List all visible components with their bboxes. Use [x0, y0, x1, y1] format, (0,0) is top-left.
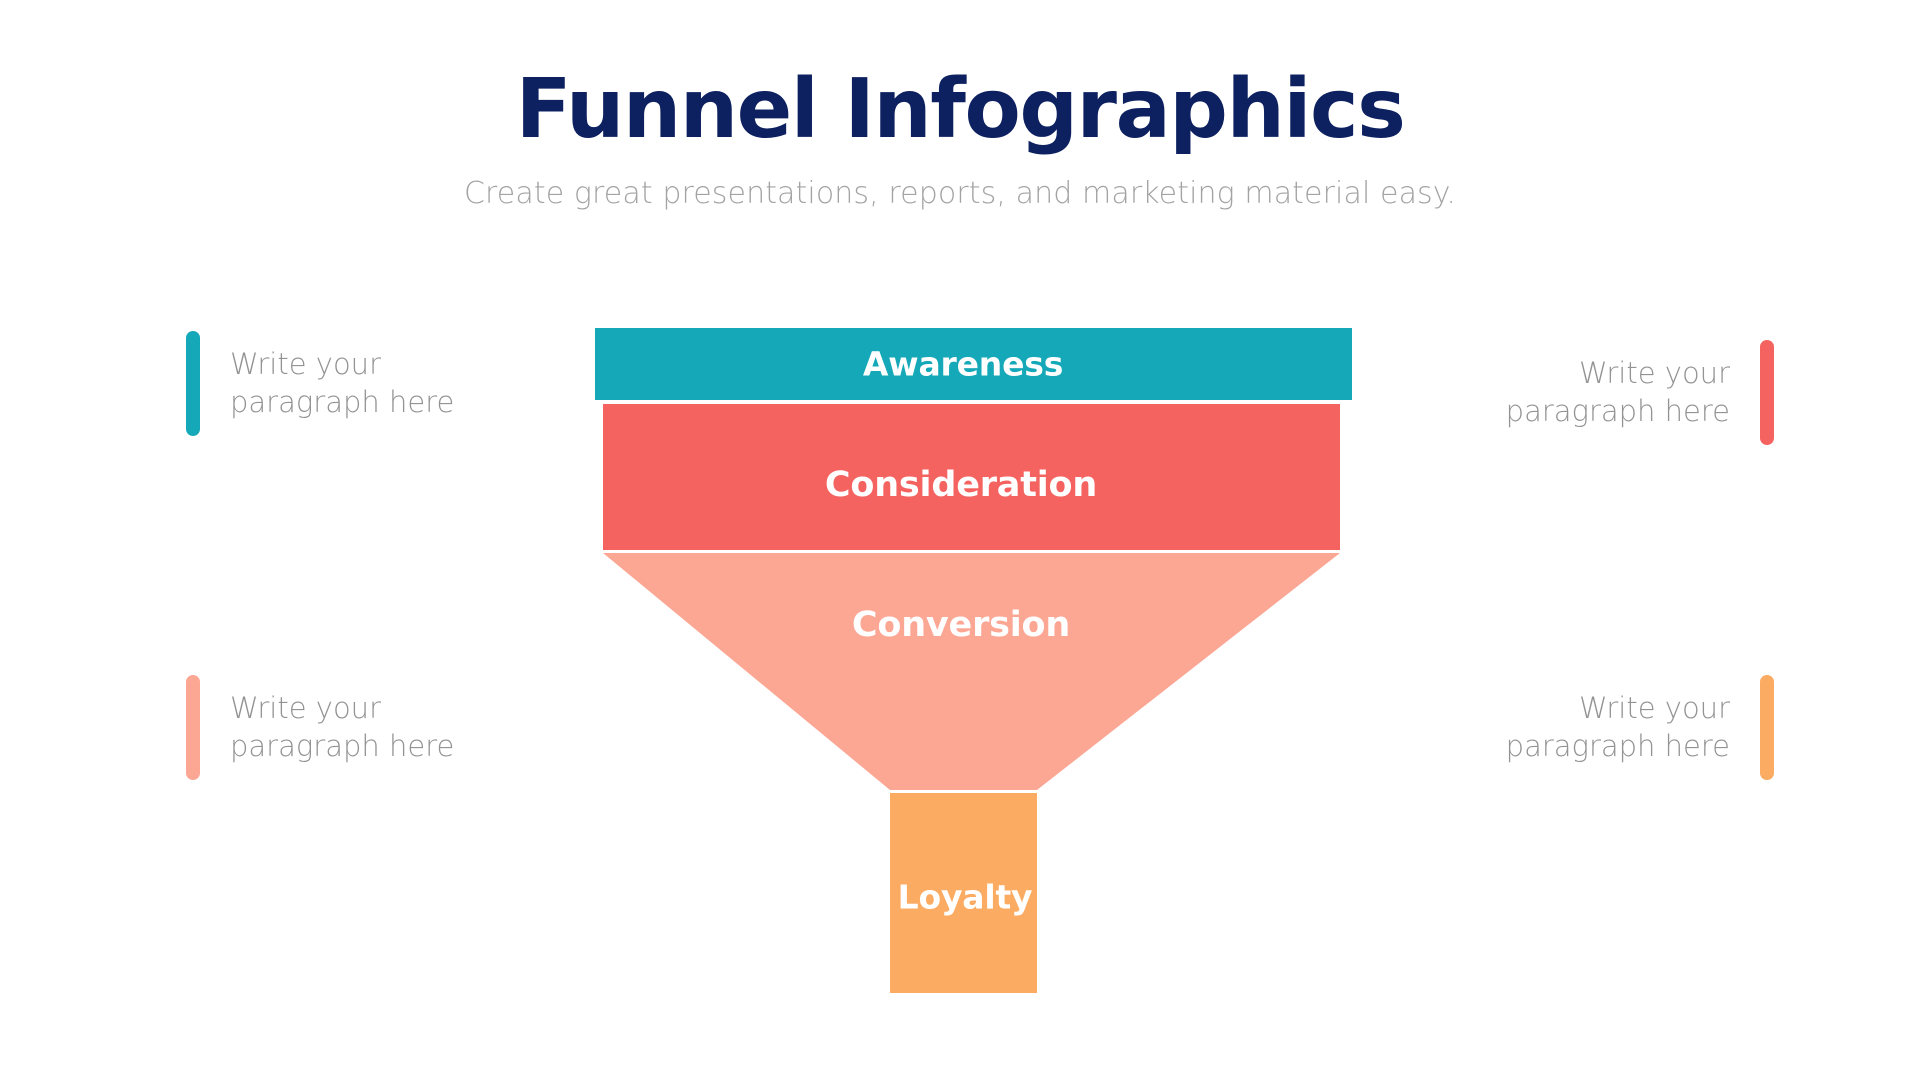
note-text-awareness: Write your paragraph here: [230, 347, 455, 419]
page-title: Funnel Infographics: [515, 62, 1406, 157]
note-awareness[interactable]: Write your paragraph here: [186, 331, 454, 436]
page-subtitle: Create great presentations, reports, and…: [463, 175, 1457, 211]
note-pill-conversion: [186, 675, 200, 780]
note-pill-loyalty: [1760, 675, 1774, 780]
funnel-segment-conversion[interactable]: [603, 553, 1340, 790]
note-pill-consideration: [1760, 340, 1774, 445]
funnel-label-consideration: Consideration: [824, 465, 1098, 505]
note-text-conversion: Write your paragraph here: [230, 691, 455, 763]
note-pill-awareness: [186, 331, 200, 436]
note-text-consideration: Write your paragraph here: [1505, 356, 1730, 428]
funnel-label-awareness: Awareness: [862, 344, 1064, 384]
note-conversion[interactable]: Write your paragraph here: [186, 675, 454, 780]
note-consideration[interactable]: Write your paragraph here: [1470, 340, 1774, 445]
header: Funnel Infographics Create great present…: [0, 68, 1920, 211]
funnel-label-conversion: Conversion: [851, 605, 1071, 645]
funnel-label-loyalty: Loyalty: [897, 877, 1033, 917]
note-text-loyalty: Write your paragraph here: [1505, 691, 1730, 763]
note-loyalty[interactable]: Write your paragraph here: [1470, 675, 1774, 780]
